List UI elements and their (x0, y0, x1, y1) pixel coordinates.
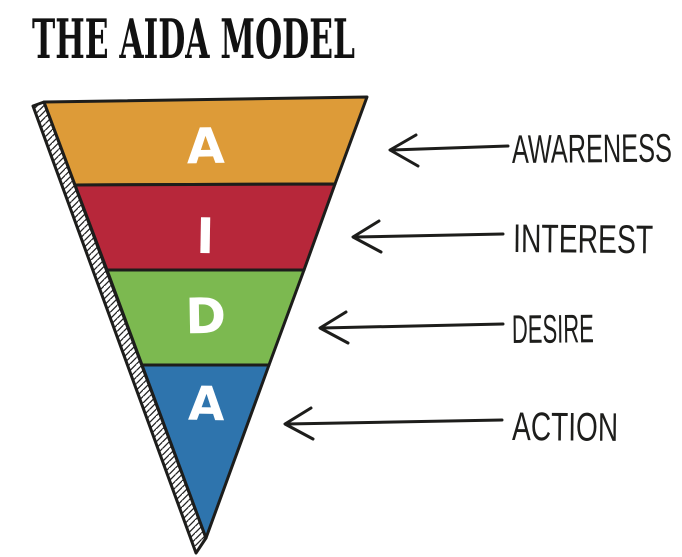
label-awareness: AWARENESS (512, 127, 672, 172)
action-arrow-icon (283, 406, 504, 441)
page-title: THE AIDA MODEL (32, 7, 355, 71)
funnel-letter-action: A (188, 377, 226, 433)
funnel-letter-interest: I (196, 208, 215, 265)
funnel-letter-awareness: A (186, 118, 225, 176)
desire-arrow-icon (318, 310, 505, 345)
label-desire: DESIRE (512, 307, 594, 352)
funnel-letter-desire: D (185, 288, 227, 346)
label-action: ACTION (512, 405, 618, 450)
interest-arrow-icon (351, 219, 505, 254)
label-interest: INTEREST (513, 217, 653, 262)
awareness-arrow-icon (388, 133, 510, 168)
funnel-segment-action (140, 363, 271, 540)
